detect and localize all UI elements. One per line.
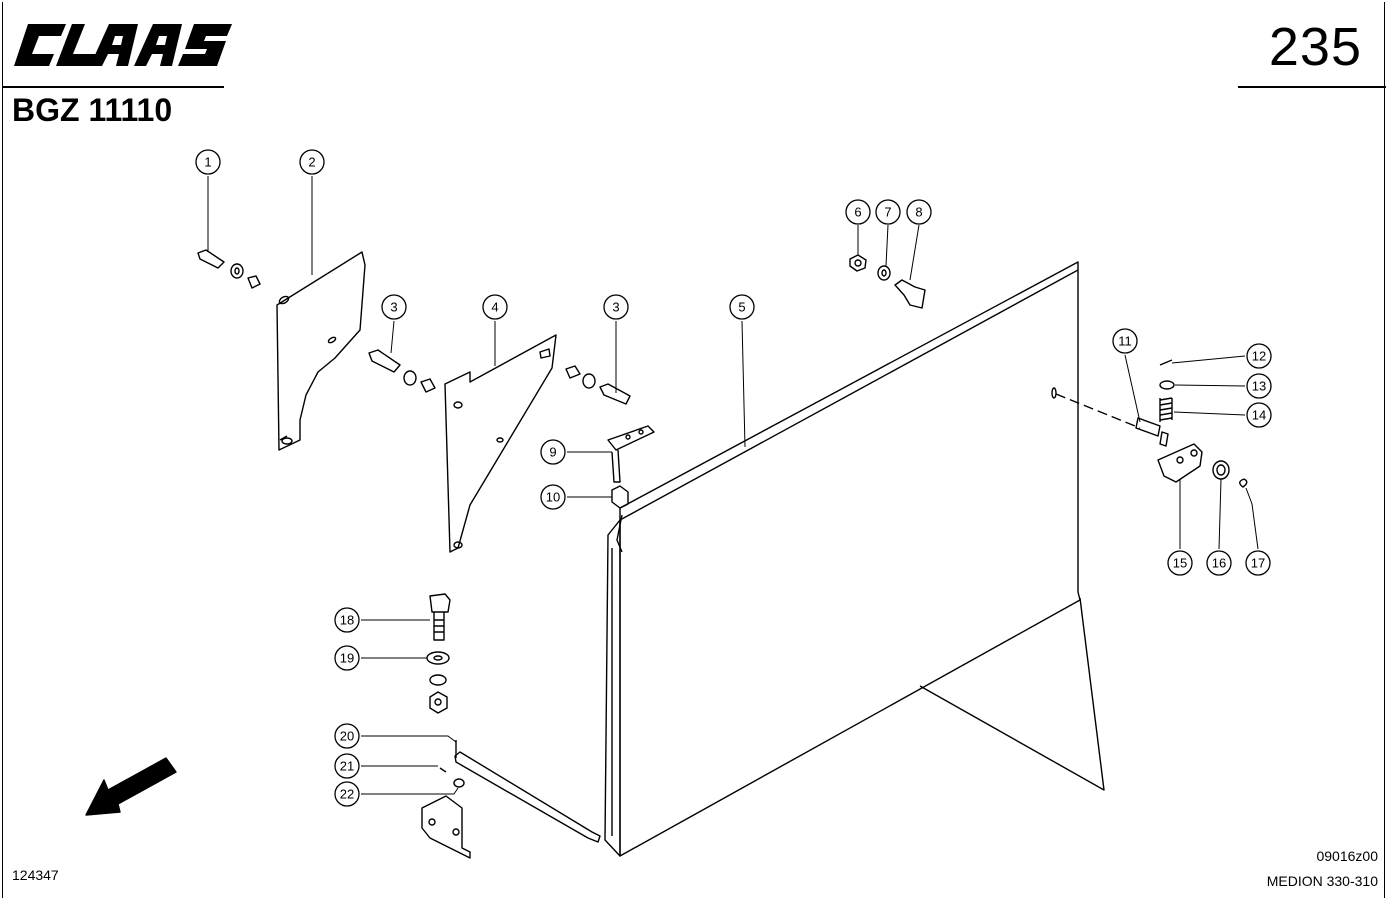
svg-text:5: 5 [738, 300, 745, 315]
svg-text:8: 8 [915, 205, 922, 220]
part-15-latch-plate [1157, 443, 1203, 483]
callout-part-3: 3 [603, 294, 629, 320]
svg-text:3: 3 [390, 300, 397, 315]
svg-text:20: 20 [340, 729, 354, 744]
svg-text:14: 14 [1252, 408, 1266, 423]
svg-text:19: 19 [340, 651, 354, 666]
callout-part-20: 20 [334, 723, 360, 749]
part-12-cotter-pin [1159, 359, 1173, 366]
svg-text:2: 2 [308, 155, 315, 170]
svg-text:7: 7 [884, 205, 891, 220]
hex-nut [429, 691, 448, 714]
part-8-plug [894, 279, 926, 309]
svg-text:16: 16 [1212, 556, 1226, 571]
part-2-side-plate [276, 251, 366, 451]
image-code: 09016z00 [1316, 848, 1378, 864]
part-18-bolt [429, 593, 451, 641]
callout-part-10: 10 [540, 484, 566, 510]
callout-part-17: 17 [1245, 550, 1271, 576]
callout-part-22: 22 [334, 781, 360, 807]
callout-part-16: 16 [1206, 550, 1232, 576]
part-9-latch-bolt [607, 425, 655, 483]
claas-logo-graphic [14, 24, 232, 66]
svg-text:18: 18 [340, 613, 354, 628]
part-5-main-panel [604, 261, 1105, 857]
svg-text:12: 12 [1252, 349, 1266, 364]
part-7-washer [877, 265, 891, 281]
callout-part-5: 5 [729, 294, 755, 320]
header-rule [2, 86, 224, 88]
page-number: 235 [1268, 17, 1362, 77]
part-20-rod [454, 740, 601, 843]
part-16-bushing [1212, 460, 1230, 480]
mount-bracket [421, 795, 471, 859]
svg-text:4: 4 [491, 300, 498, 315]
callout-part-8: 8 [906, 199, 932, 225]
callout-part-6: 6 [845, 199, 871, 225]
spring-washer [429, 674, 447, 686]
callout-part-3: 3 [381, 294, 407, 320]
part-11-pin [1135, 417, 1169, 447]
part-4-bracket-plate [444, 334, 557, 553]
svg-text:11: 11 [1118, 334, 1132, 349]
svg-text:6: 6 [854, 205, 861, 220]
callout-part-14: 14 [1246, 402, 1272, 428]
svg-text:17: 17 [1251, 556, 1265, 571]
leader-lines [207, 176, 1259, 795]
model-label: MEDION 330-310 [1266, 873, 1378, 889]
callout-part-11: 11 [1112, 328, 1138, 354]
svg-text:15: 15 [1173, 556, 1187, 571]
callout-part-7: 7 [875, 199, 901, 225]
part-19-washer [426, 651, 450, 665]
svg-text:9: 9 [549, 445, 556, 460]
part-22-washer [453, 778, 465, 788]
part-10-nut [611, 485, 629, 509]
callout-part-21: 21 [334, 753, 360, 779]
header-rule [1238, 86, 1386, 88]
part-21-cotter-pin [439, 767, 447, 773]
part-14-spring [1159, 397, 1173, 422]
brand-logo [14, 20, 234, 75]
direction-arrow [85, 757, 177, 816]
svg-text:13: 13 [1252, 379, 1266, 394]
part-6-nut [849, 254, 867, 272]
callout-part-2: 2 [299, 149, 325, 175]
callout-part-15: 15 [1167, 550, 1193, 576]
callout-part-9: 9 [540, 439, 566, 465]
callout-part-4: 4 [482, 294, 508, 320]
part-13-washer [1159, 380, 1175, 390]
callout-part-19: 19 [334, 645, 360, 671]
svg-text:22: 22 [340, 787, 354, 802]
svg-text:10: 10 [546, 490, 560, 505]
part-3-bolt-assembly-left [368, 349, 436, 393]
callout-part-18: 18 [334, 607, 360, 633]
group-code: BGZ 11110 [12, 92, 173, 128]
part-1-bolt-assembly [197, 249, 261, 289]
callout-part-12: 12 [1246, 343, 1272, 369]
drawing-number: 124347 [12, 867, 59, 883]
part-3-bolt-assembly-right [565, 365, 631, 405]
callout-part-13: 13 [1246, 373, 1272, 399]
part-17-clip [1239, 478, 1248, 488]
svg-text:3: 3 [612, 300, 619, 315]
svg-text:21: 21 [340, 759, 354, 774]
callout-part-1: 1 [195, 149, 221, 175]
svg-text:1: 1 [204, 155, 211, 170]
assembly-axis-line [1055, 393, 1141, 429]
